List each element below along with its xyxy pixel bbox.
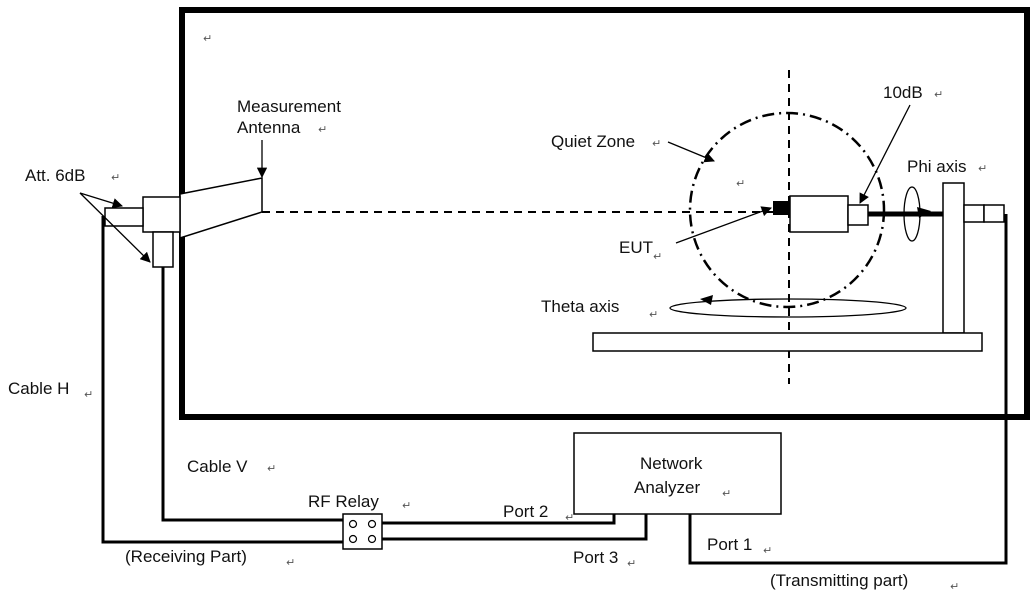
attenuator-vertical	[152, 231, 174, 268]
measurement-antenna-label-line2: Antenna	[237, 118, 301, 137]
paragraph-mark-icon: ↵	[627, 557, 636, 570]
cable-h-label: Cable H	[8, 379, 69, 398]
antenna-feed	[142, 196, 181, 233]
quiet-zone-pointer-arrow	[667, 141, 715, 163]
paragraph-mark-icon: ↵	[722, 487, 731, 500]
mast-connector-a	[963, 204, 985, 223]
paragraph-mark-icon: ↵	[978, 162, 987, 175]
quiet-zone-label: Quiet Zone	[551, 132, 635, 151]
port1-cable	[688, 214, 1008, 565]
rf-relay-label: RF Relay	[308, 492, 379, 511]
receiving-part-label: (Receiving Part)	[125, 547, 247, 566]
port3-label: Port 3	[573, 548, 618, 567]
rf-relay-port-icon	[348, 519, 358, 529]
paragraph-mark-icon: ↵	[203, 32, 212, 45]
network-analyzer-box	[573, 432, 782, 515]
rf-relay-port-icon	[367, 534, 377, 544]
theta-rotation-arrow-icon	[700, 295, 713, 305]
paragraph-mark-icon: ↵	[950, 580, 959, 593]
paragraph-mark-icon: ↵	[736, 177, 745, 190]
turntable-base	[592, 332, 983, 352]
cable-h	[101, 216, 343, 544]
paragraph-mark-icon: ↵	[652, 137, 661, 150]
port2-label: Port 2	[503, 502, 548, 521]
attenuator-10db	[847, 204, 869, 226]
rf-relay-port-icon	[348, 534, 358, 544]
att-label: Att. 6dB	[25, 166, 85, 185]
paragraph-mark-icon: ↵	[267, 462, 276, 475]
port1-label: Port 1	[707, 535, 752, 554]
eut-label: EUT	[619, 238, 653, 257]
mast-connector-b	[983, 204, 1005, 223]
theta-axis-label: Theta axis	[541, 297, 619, 316]
cable-v-label: Cable V	[187, 457, 248, 476]
horn-antenna	[179, 177, 263, 240]
transmitting-part-label: (Transmitting part)	[770, 571, 908, 590]
paragraph-mark-icon: ↵	[934, 88, 943, 101]
eut-pointer-arrow	[675, 206, 772, 244]
att-pointer-arrow-horizontal	[79, 192, 123, 209]
quiet-zone-circle	[688, 111, 886, 309]
rf-relay-port-icon	[367, 519, 377, 529]
paragraph-mark-icon: ↵	[286, 556, 295, 569]
ten-db-label: 10dB	[883, 83, 923, 102]
att-pointer-arrow-vertical	[79, 192, 151, 263]
phi-rotation-arrow-icon	[917, 207, 931, 218]
ten-db-pointer-arrow	[859, 104, 911, 204]
port2-cable	[382, 514, 616, 525]
eut-holder	[789, 195, 849, 233]
network-analyzer-label-line2: Analyzer	[634, 478, 700, 497]
mast	[942, 182, 965, 334]
eut-block	[773, 201, 790, 215]
measurement-antenna-label-line1: Measurement	[237, 97, 341, 116]
phi-axis-label: Phi axis	[907, 157, 967, 176]
paragraph-mark-icon: ↵	[763, 544, 772, 557]
paragraph-mark-icon: ↵	[402, 499, 411, 512]
cable-v	[161, 267, 343, 522]
paragraph-mark-icon: ↵	[565, 511, 574, 524]
paragraph-mark-icon: ↵	[111, 171, 120, 184]
paragraph-mark-icon: ↵	[649, 308, 658, 321]
paragraph-mark-icon: ↵	[653, 250, 662, 263]
port3-cable	[382, 514, 648, 541]
theta-rotation-ellipse	[669, 298, 907, 318]
network-analyzer-label-line1: Network	[640, 454, 703, 473]
paragraph-mark-icon: ↵	[318, 123, 327, 136]
paragraph-mark-icon: ↵	[84, 388, 93, 401]
rf-relay-box	[342, 513, 383, 550]
